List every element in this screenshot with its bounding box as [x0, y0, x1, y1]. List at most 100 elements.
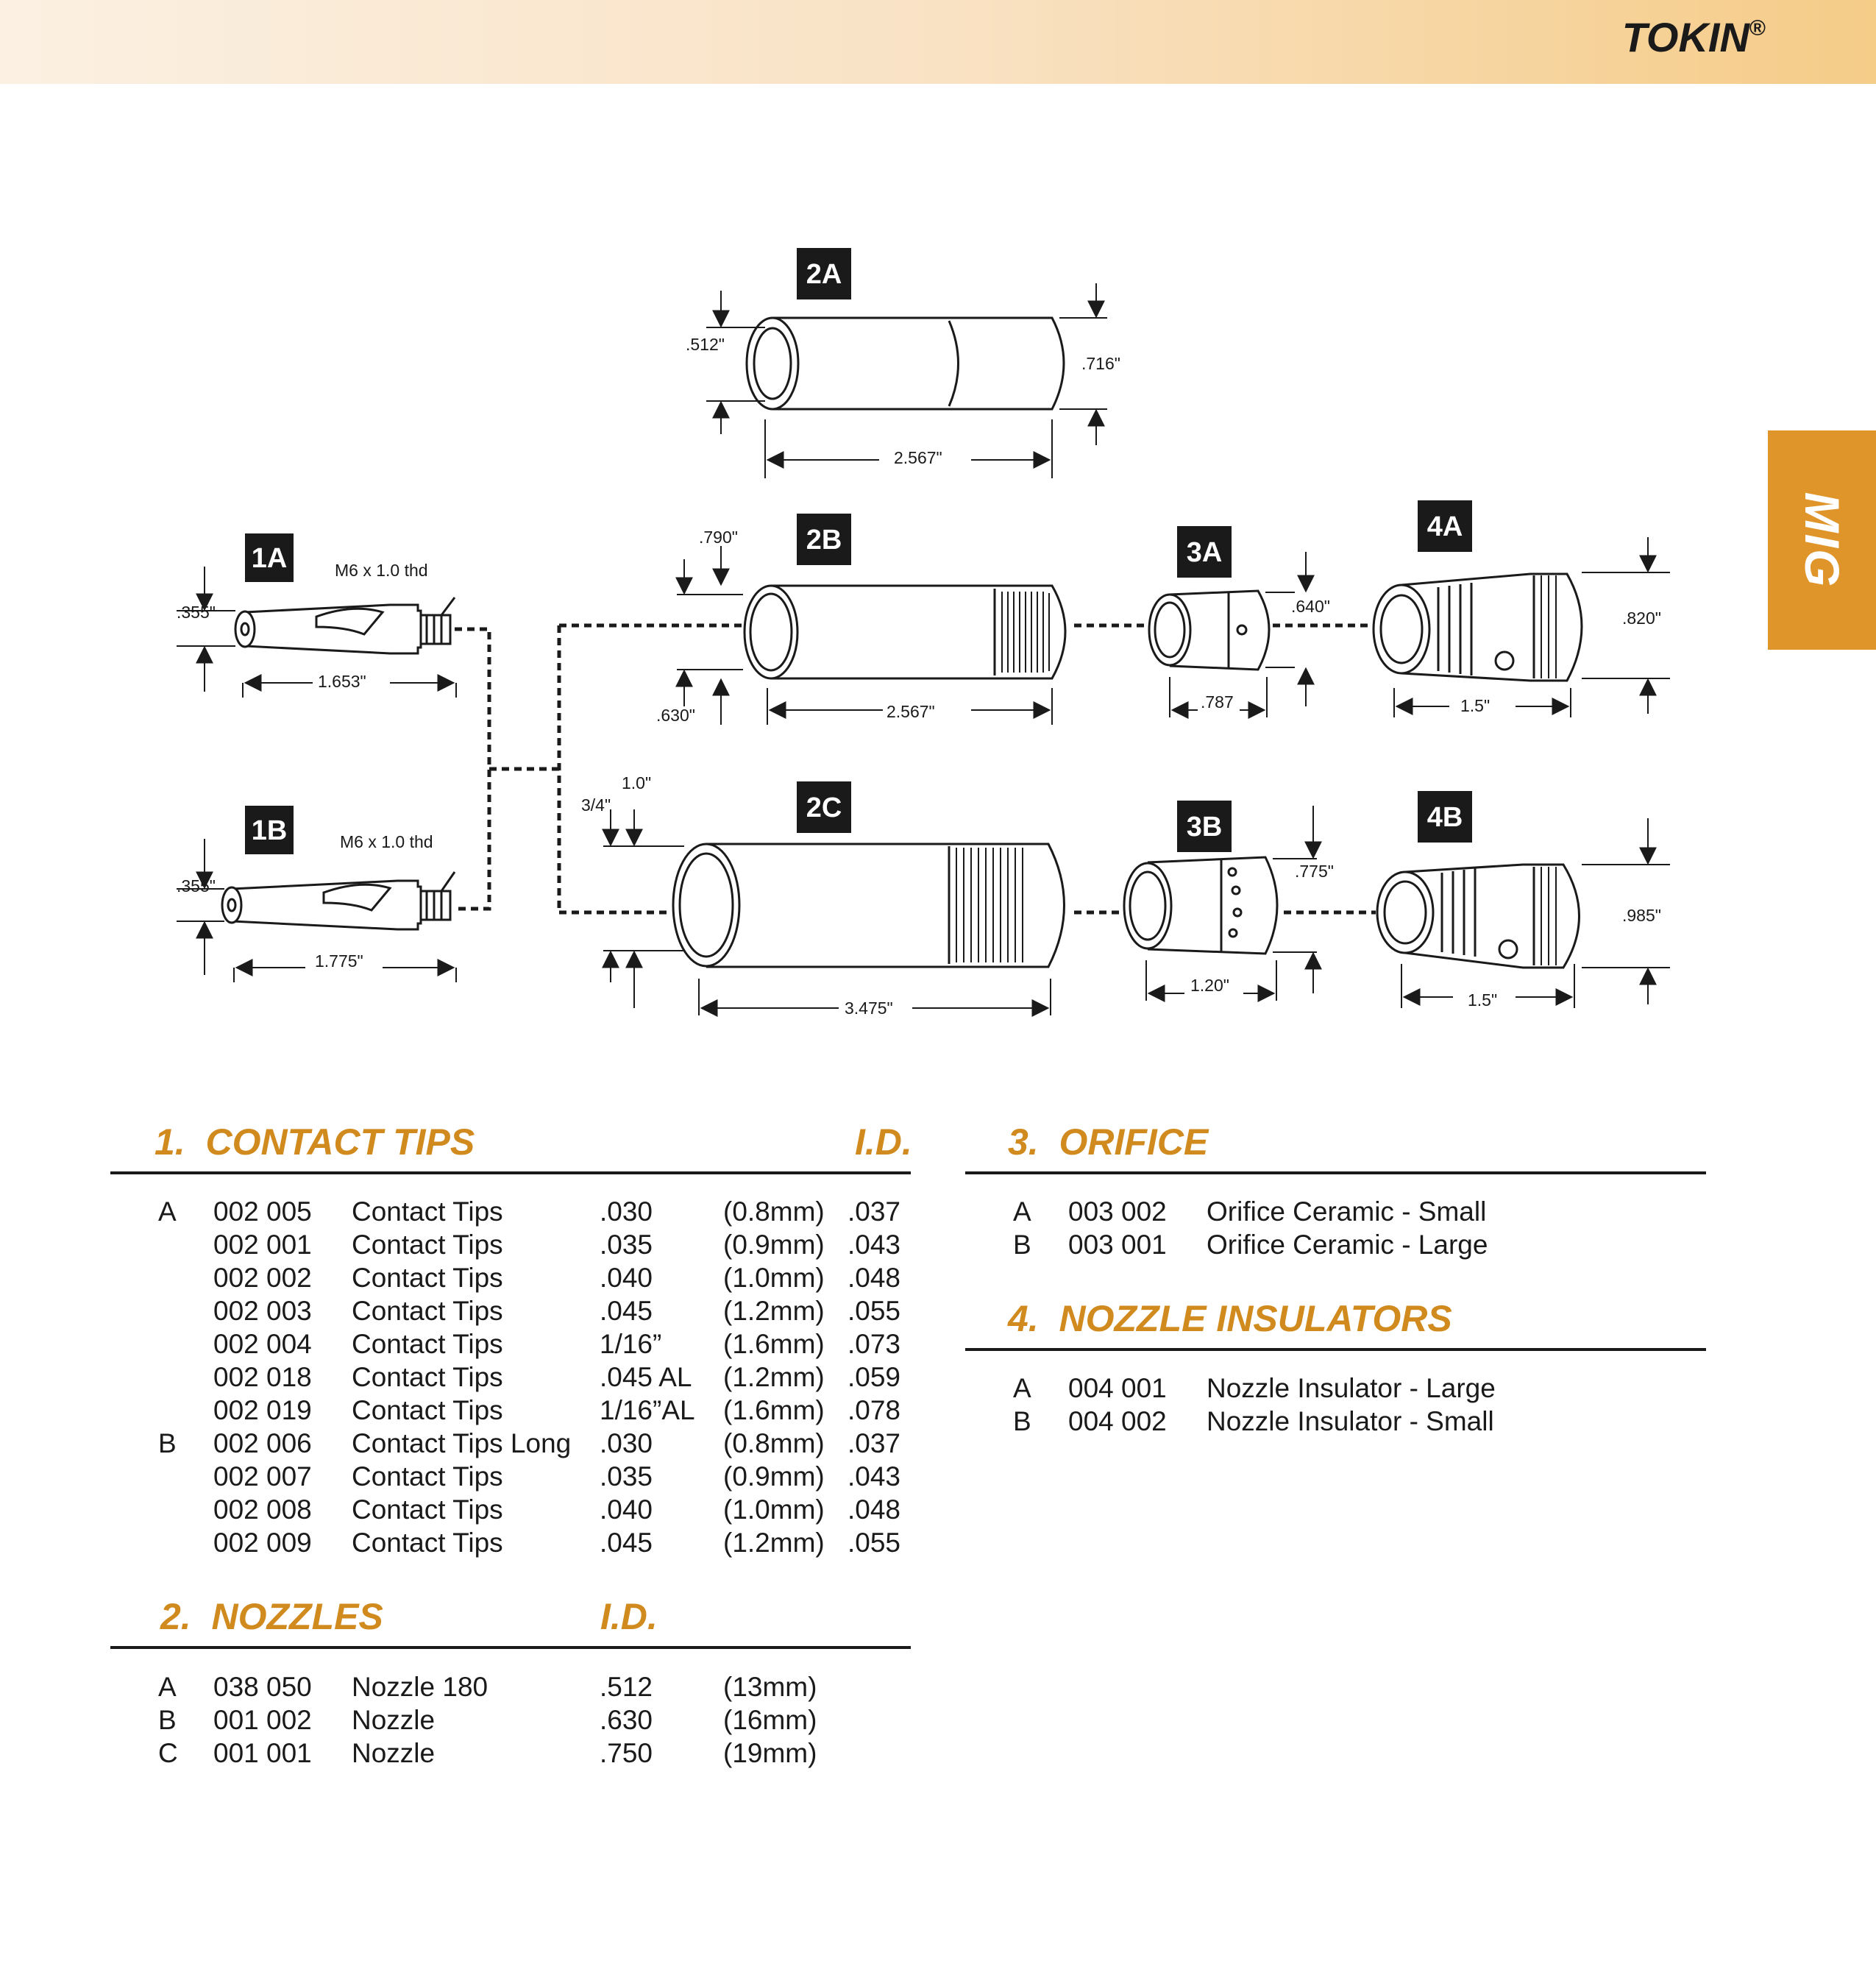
cell-part: 001 002 — [213, 1705, 312, 1735]
cell-desc: Contact Tips Long — [352, 1428, 572, 1458]
cell-part: 003 002 — [1068, 1196, 1167, 1227]
cell-metric: (1.2mm) — [723, 1528, 825, 1558]
cell-size: .750 — [600, 1738, 653, 1768]
cell-part: 004 002 — [1068, 1406, 1167, 1436]
dim-1a-dia: .355" — [177, 603, 216, 622]
cell-desc: Nozzle — [352, 1738, 436, 1768]
dim-3a-len: .787 — [1201, 692, 1234, 712]
cell-id: .048 — [848, 1263, 901, 1293]
nozzle-2a — [745, 316, 1065, 411]
section-title: ORIFICE — [1059, 1121, 1209, 1163]
section-title: NOZZLES — [211, 1596, 383, 1637]
cell-size: .035 — [600, 1230, 653, 1260]
contact-tip-1a — [234, 597, 456, 655]
cell-id: .037 — [848, 1196, 901, 1227]
badge-3b: 3B — [1187, 812, 1223, 843]
parts-diagram: 1A 1B 2A 2B 2C 3A 3B 4A 4B .355" M6 x 1.… — [177, 248, 1670, 1045]
cell-size: 1/16” — [600, 1329, 662, 1359]
nozzle-2b — [743, 584, 1067, 680]
cell-desc: Orifice Ceramic - Small — [1207, 1196, 1487, 1227]
cell-id: .037 — [848, 1428, 901, 1458]
table-row: 002 018 Contact Tips .045 AL (1.2mm) .059 — [0, 1362, 1876, 1395]
cell-letter: A — [1013, 1373, 1031, 1403]
badge-4a: 4A — [1427, 511, 1463, 542]
cell-metric: (13mm) — [723, 1672, 817, 1702]
cell-part: 003 001 — [1068, 1230, 1167, 1260]
dim-2c-top2: 3/4" — [581, 795, 611, 815]
dim-3a-dia: .640" — [1291, 597, 1330, 616]
orifice-3a — [1148, 589, 1271, 671]
cell-size: .045 — [600, 1528, 653, 1558]
cell-desc: Contact Tips — [352, 1461, 503, 1492]
table-row: A 003 002 Orifice Ceramic - Small — [0, 1196, 1876, 1230]
cell-metric: (16mm) — [723, 1705, 817, 1735]
cell-size: .030 — [600, 1196, 653, 1227]
cell-size: .045 AL — [600, 1362, 692, 1392]
cell-letter: C — [158, 1738, 178, 1768]
cell-desc: Orifice Ceramic - Large — [1207, 1230, 1488, 1260]
dim-1a-len: 1.653" — [318, 672, 366, 691]
cell-part: 002 019 — [213, 1395, 312, 1425]
cell-part: 002 002 — [213, 1263, 312, 1293]
cell-letter: B — [158, 1705, 177, 1735]
cell-metric: (1.2mm) — [723, 1296, 825, 1326]
part-badges: 1A 1B 2A 2B 2C 3A 3B 4A 4B — [245, 248, 1472, 854]
cell-size: .040 — [600, 1263, 653, 1293]
section-title-nozzle-insulators: 4. NOZZLE INSULATORS — [1008, 1297, 1452, 1340]
cell-metric: (0.8mm) — [723, 1428, 825, 1458]
cell-id: .059 — [848, 1362, 901, 1392]
dim-3b-dia: .775" — [1295, 862, 1334, 881]
registered-mark: ® — [1749, 16, 1766, 40]
dim-2c-top1: 1.0" — [622, 773, 651, 792]
badge-2b: 2B — [806, 525, 842, 556]
cell-size: .630 — [600, 1705, 653, 1735]
dim-2a-od: .716" — [1081, 354, 1120, 373]
orifice-3b — [1123, 856, 1279, 955]
cell-desc: Contact Tips — [352, 1296, 503, 1326]
cell-id: .055 — [848, 1296, 901, 1326]
dim-3b-len: 1.20" — [1190, 976, 1229, 995]
side-tab-mig[interactable]: MIG — [1768, 430, 1876, 650]
badge-1a: 1A — [252, 543, 288, 574]
cell-letter: B — [158, 1428, 177, 1458]
section-rule — [110, 1171, 911, 1174]
insulator-4a — [1372, 572, 1583, 682]
cell-part: 002 018 — [213, 1362, 312, 1392]
cell-desc: Nozzle 180 — [352, 1672, 488, 1702]
cell-id: .043 — [848, 1461, 901, 1492]
cell-part: 002 007 — [213, 1461, 312, 1492]
cell-metric: (0.8mm) — [723, 1196, 825, 1227]
dim-2b-len: 2.567" — [887, 702, 935, 721]
cell-desc: Contact Tips — [352, 1196, 503, 1227]
dim-2a-len: 2.567" — [894, 448, 942, 467]
section-title-orifice: 3. ORIFICE — [1008, 1121, 1208, 1163]
cell-id: .048 — [848, 1494, 901, 1525]
cell-letter: A — [158, 1196, 177, 1227]
cell-desc: Contact Tips — [352, 1263, 503, 1293]
dim-1b-len: 1.775" — [315, 951, 363, 971]
cell-part: 002 003 — [213, 1296, 312, 1326]
cell-metric: (1.6mm) — [723, 1395, 825, 1425]
cell-desc: Contact Tips — [352, 1329, 503, 1359]
cell-desc: Contact Tips — [352, 1362, 503, 1392]
dim-1a-thread: M6 x 1.0 thd — [335, 561, 428, 580]
insulator-4b — [1376, 863, 1580, 969]
badge-1b: 1B — [252, 815, 288, 846]
cell-size: .040 — [600, 1494, 653, 1525]
cell-metric: (1.0mm) — [723, 1494, 825, 1525]
cell-metric: (1.2mm) — [723, 1362, 825, 1392]
cell-id: .055 — [848, 1528, 901, 1558]
cell-metric: (0.9mm) — [723, 1461, 825, 1492]
dim-2b-id: .630" — [656, 706, 695, 725]
cell-metric: (19mm) — [723, 1738, 817, 1768]
